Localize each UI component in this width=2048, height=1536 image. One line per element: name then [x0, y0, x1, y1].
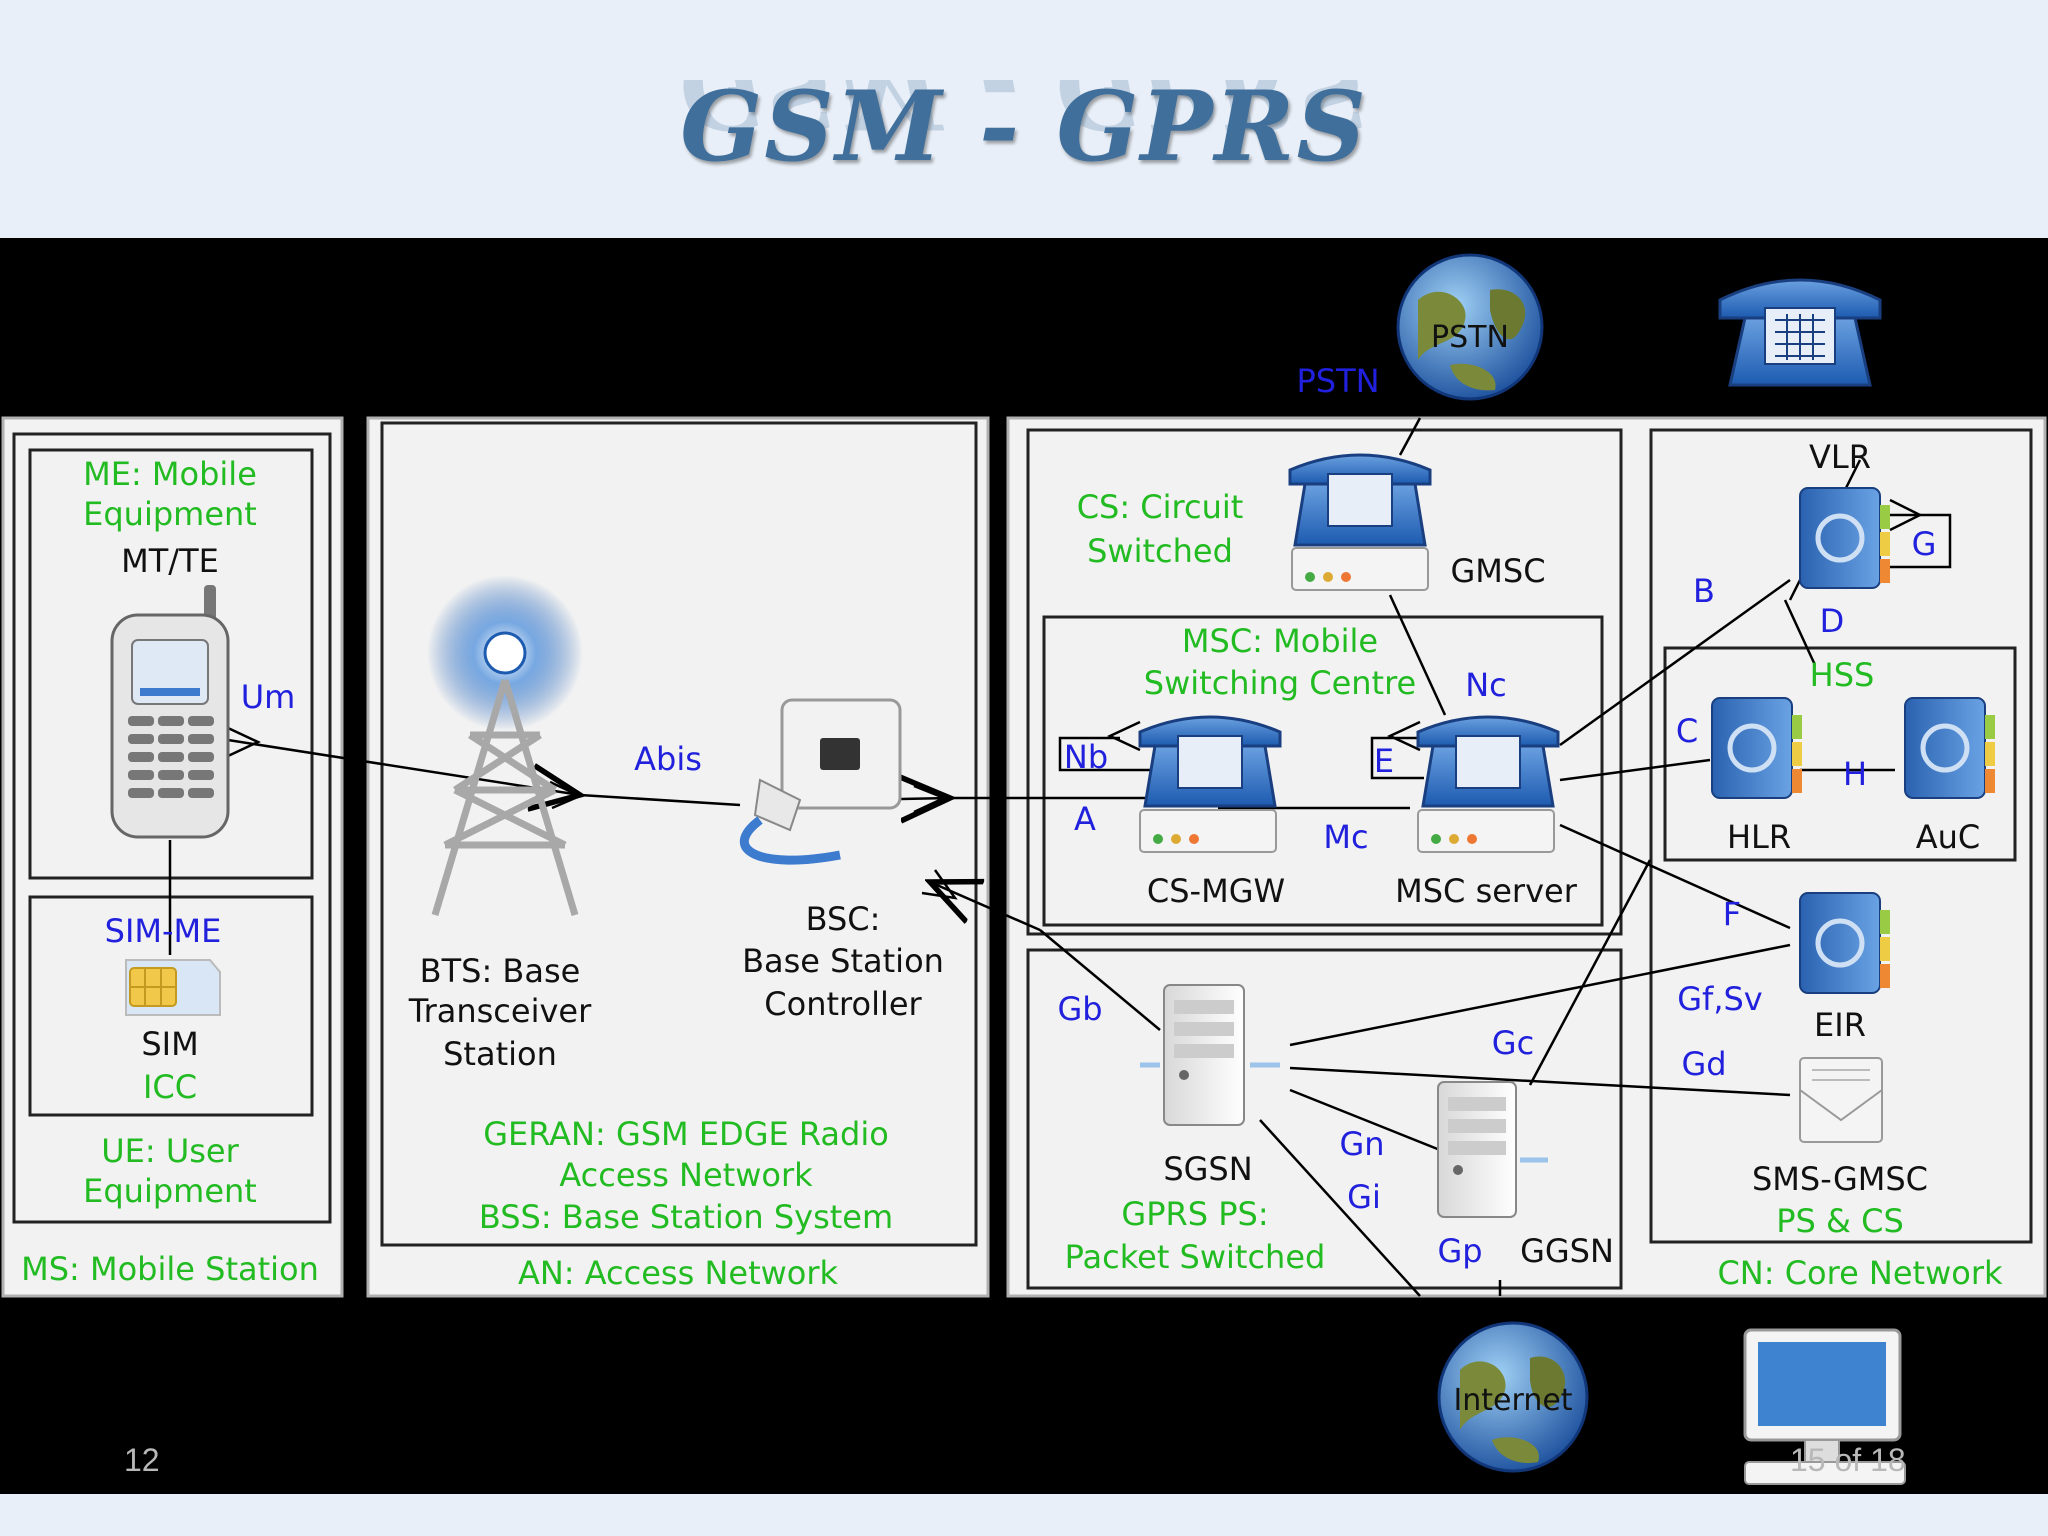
bts-label-3: Station [443, 1035, 557, 1073]
ps-cs-label: PS & CS [1776, 1202, 1904, 1240]
bsc-label-2: Base Station [742, 942, 944, 980]
slide-title-reflection: GSM - GPRS [680, 80, 1368, 150]
bts-label-2: Transceiver [408, 992, 592, 1030]
msc-label: MSC: Mobile [1182, 622, 1378, 660]
cs-mgw-label: CS-MGW [1147, 872, 1285, 910]
bss-label: BSS: Base Station System [479, 1198, 893, 1236]
sim-me-label: SIM-ME [105, 912, 222, 950]
slide-title: GSM - GPRS [680, 70, 1368, 183]
gmsc-phone-icon [1288, 453, 1432, 591]
ue-label: UE: User [101, 1132, 239, 1170]
page-number: 12 [124, 1442, 160, 1478]
h-label: H [1843, 755, 1867, 793]
slide-footer [0, 1494, 2048, 1536]
msc-server-phone-icon [1416, 715, 1560, 853]
connection-lines [168, 417, 1952, 1297]
bsc-label: BSC: [806, 900, 881, 938]
g-label: G [1912, 525, 1937, 563]
gi-label: Gi [1347, 1178, 1381, 1216]
msc-label-2: Switching Centre [1144, 664, 1416, 702]
gmsc-label: GMSC [1450, 552, 1545, 590]
cn-region-label: CN: Core Network [1717, 1254, 2003, 1292]
gprs-label: GPRS PS: [1121, 1195, 1268, 1233]
msc-server-label: MSC server [1395, 872, 1578, 910]
gprs-label-2: Packet Switched [1065, 1238, 1326, 1276]
csmgw-phone-icon [1138, 715, 1282, 853]
gb-label: Gb [1057, 990, 1102, 1028]
ms-region-label: MS: Mobile Station [21, 1250, 319, 1288]
external-phone-icon [1718, 278, 1882, 387]
sgsn-server-icon [1140, 984, 1280, 1126]
internet-label: Internet [1453, 1383, 1572, 1418]
pstn-globe-icon [1396, 253, 1544, 401]
eir-database-icon [1799, 892, 1890, 994]
b-label: B [1693, 572, 1715, 610]
auc-label: AuC [1916, 818, 1981, 856]
sms-gmsc-label: SMS-GMSC [1752, 1160, 1928, 1198]
geran-label-2: Access Network [559, 1156, 813, 1194]
nc-label: Nc [1465, 666, 1507, 704]
an-region-label: AN: Access Network [518, 1254, 839, 1292]
cs-label-2: Switched [1087, 532, 1233, 570]
sgsn-label: SGSN [1163, 1150, 1252, 1188]
an-region [366, 416, 990, 1298]
ue-label-2: Equipment [83, 1172, 257, 1210]
um-label: Um [241, 678, 296, 716]
hlr-database-icon [1711, 697, 1802, 799]
ggsn-label: GGSN [1520, 1232, 1614, 1270]
computer-icon [1743, 1328, 1906, 1485]
c-label: C [1676, 712, 1698, 750]
geran-label: GERAN: GSM EDGE Radio [483, 1115, 889, 1153]
hss-label: HSS [1810, 656, 1875, 694]
gc-label: Gc [1492, 1024, 1534, 1062]
a-label: A [1074, 800, 1096, 838]
abis-label: Abis [634, 740, 702, 778]
pstn-label: PSTN [1296, 362, 1379, 400]
hlr-label: HLR [1727, 818, 1791, 856]
ggsn-server-icon [1437, 1081, 1548, 1218]
auc-database-icon [1904, 697, 1995, 799]
bsc-device-icon [739, 698, 902, 865]
gp-label: Gp [1437, 1232, 1482, 1270]
mc-label: Mc [1323, 818, 1368, 856]
bts-label: BTS: Base [420, 952, 581, 990]
f-label: F [1723, 895, 1741, 933]
d-label: D [1820, 602, 1845, 640]
mt-te-label: MT/TE [121, 542, 219, 580]
cs-label: CS: Circuit [1077, 488, 1244, 526]
me-label-2: Equipment [83, 495, 257, 533]
slide-header: GSM - GPRS GSM - GPRS [0, 0, 2048, 238]
gn-label: Gn [1339, 1125, 1384, 1163]
bsc-label-3: Controller [764, 985, 922, 1023]
gd-label: Gd [1681, 1045, 1726, 1083]
vlr-label: VLR [1809, 438, 1871, 476]
nb-label: Nb [1064, 738, 1108, 776]
page-counter: 15 of 18 [1790, 1442, 1906, 1478]
internet-globe-icon [1437, 1321, 1589, 1473]
gf-sv-label: Gf,Sv [1677, 980, 1762, 1018]
eir-label: EIR [1814, 1006, 1866, 1044]
me-label: ME: Mobile [83, 455, 257, 493]
bts-tower-icon [427, 575, 583, 916]
sim-label: SIM [141, 1025, 198, 1063]
arrow-heads [227, 498, 1923, 900]
icc-label: ICC [143, 1068, 197, 1106]
pstn-globe-label: PSTN [1431, 320, 1509, 355]
vlr-database-icon [1799, 487, 1890, 589]
sms-gmsc-envelope-icon [1799, 1057, 1883, 1143]
mobile-phone-icon [110, 585, 230, 839]
e-label: E [1374, 742, 1394, 780]
sim-card-icon [125, 959, 221, 1016]
gsm-gprs-diagram: ME: Mobile Equipment MT/TE Um SIM-ME SIM… [0, 238, 2048, 1494]
